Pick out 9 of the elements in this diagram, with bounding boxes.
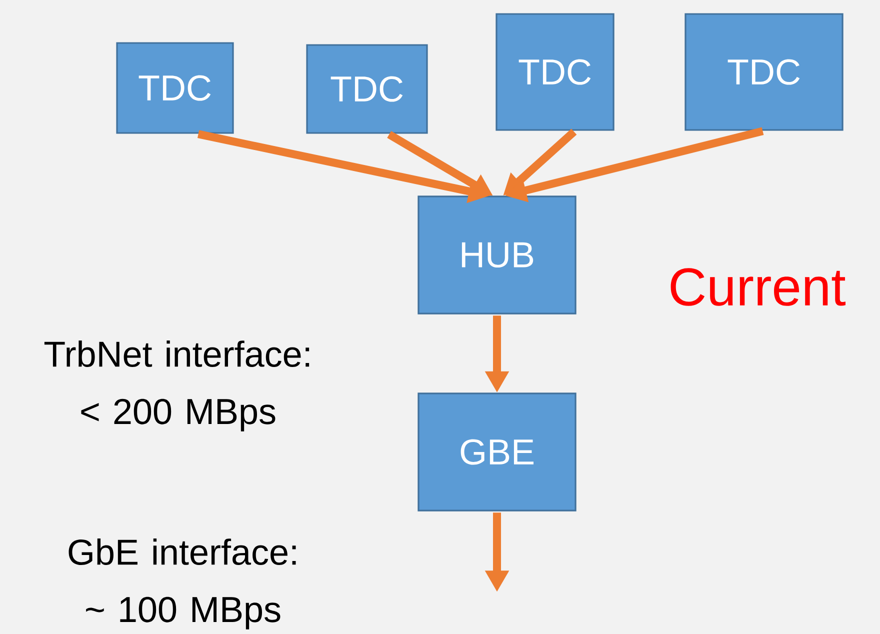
process-box: TDC [116, 42, 234, 134]
status-label: Current [670, 268, 846, 306]
annotation-text: TrbNet interface: < 200 MBps [44, 340, 310, 432]
annotation-text: GbE interface: ~ 100 MBps [68, 538, 296, 630]
process-box: HUB [418, 196, 576, 314]
process-box: TDC [496, 13, 614, 131]
process-box: TDC [684, 13, 844, 131]
process-box: TDC [306, 44, 428, 134]
process-box: GBE [418, 392, 576, 512]
